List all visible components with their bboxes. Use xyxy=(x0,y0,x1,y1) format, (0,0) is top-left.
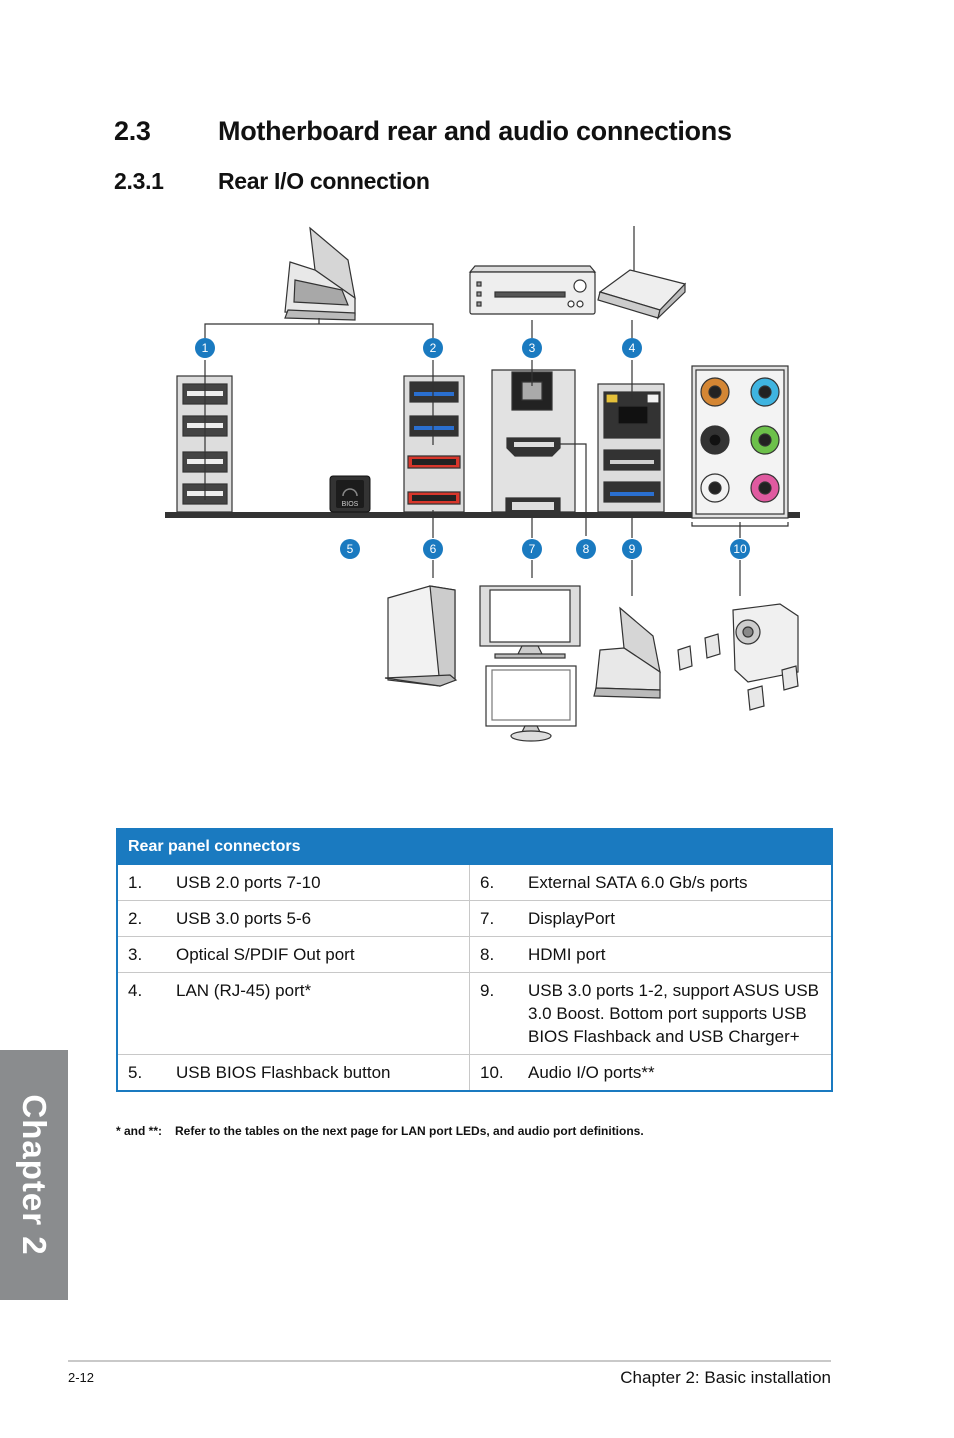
laptop-icon-bottom xyxy=(593,606,661,699)
table-row: 3. Optical S/PDIF Out port 8. HDMI port xyxy=(116,936,833,973)
row-text: USB BIOS Flashback button xyxy=(176,1063,391,1082)
callout-6: 6 xyxy=(430,542,437,556)
row-number: 4. xyxy=(128,981,143,1000)
monitor-icon-top xyxy=(479,585,581,659)
subsection-number: 2.3.1 xyxy=(114,168,164,194)
callout-4: 4 xyxy=(629,341,636,355)
monitor-icon-bottom xyxy=(485,665,577,742)
row-number: 6. xyxy=(480,873,495,892)
section-title: Motherboard rear and audio connections xyxy=(218,116,732,146)
callout-9: 9 xyxy=(629,542,636,556)
row-text: Optical S/PDIF Out port xyxy=(176,945,355,964)
row-number: 9. xyxy=(480,981,495,1000)
laptop-icon-top xyxy=(284,226,356,321)
row-number: 8. xyxy=(480,945,495,964)
table-row: 4. LAN (RJ-45) port* 9. USB 3.0 ports 1-2,… xyxy=(116,972,833,1055)
callout-7: 7 xyxy=(529,542,536,556)
row-text: External SATA 6.0 Gb/s ports xyxy=(528,873,748,892)
callout-5: 5 xyxy=(347,542,354,556)
lan-usb3-stack xyxy=(597,360,665,538)
usb3-esata-stack xyxy=(403,360,465,538)
row-number: 5. xyxy=(128,1063,143,1082)
section-number: 2.3 xyxy=(114,116,151,146)
row-text: DisplayPort xyxy=(528,909,615,928)
footnote-text: Refer to the tables on the next page for… xyxy=(175,1124,644,1138)
row-text: USB 2.0 ports 7-10 xyxy=(176,873,321,892)
rear-io-diagram: 1 2 3 4 BIOS xyxy=(165,226,800,742)
media-player-icon xyxy=(468,265,597,315)
rear-panel-base xyxy=(165,512,800,518)
subsection-heading: 2.3.1 Rear I/O connection xyxy=(114,168,430,195)
rear-panel-connectors-table: Rear panel connectors 1. USB 2.0 ports 7-… xyxy=(116,828,833,1092)
subsection-title: Rear I/O connection xyxy=(218,168,430,194)
row-text: USB 3.0 ports 5-6 xyxy=(176,909,312,928)
usb-bios-flashback-button: BIOS xyxy=(329,475,371,513)
callouts-bottom: 5 6 7 8 9 10 xyxy=(340,539,750,559)
page-number: 2-12 xyxy=(68,1370,95,1385)
row-text: LAN (RJ-45) port* xyxy=(176,981,312,1000)
callout-3: 3 xyxy=(529,341,536,355)
callout-8: 8 xyxy=(583,542,590,556)
row-number: 1. xyxy=(128,873,143,892)
footer-divider xyxy=(68,1360,831,1362)
bios-label: BIOS xyxy=(342,501,359,508)
usb2-ports-7-10 xyxy=(176,360,233,513)
callout-1: 1 xyxy=(202,341,209,355)
callout-10: 10 xyxy=(733,542,747,556)
footnote: * and **: Refer to the tables on the next… xyxy=(116,1124,644,1138)
table-row: 2. USB 3.0 ports 5-6 7. DisplayPort xyxy=(116,900,833,937)
speaker-system-icon xyxy=(677,603,799,711)
chapter-side-tab: Chapter 2 xyxy=(0,1050,68,1300)
table-header: Rear panel connectors xyxy=(116,828,833,865)
row-text: HDMI port xyxy=(528,945,606,964)
footnote-marker: * and **: xyxy=(116,1124,163,1138)
chapter-side-tab-label: Chapter 2 xyxy=(16,1094,53,1256)
section-heading: 2.3 Motherboard rear and audio connection… xyxy=(114,116,732,147)
router-icon xyxy=(597,226,687,320)
table-row: 1. USB 2.0 ports 7-10 6. External SATA 6.0… xyxy=(116,863,833,901)
optical-hdmi-dp-stack xyxy=(491,360,587,538)
row-number: 3. xyxy=(128,945,143,964)
row-number: 2. xyxy=(128,909,143,928)
table-row: 5. USB BIOS Flashback button 10. Audio I/O… xyxy=(116,1054,833,1092)
callouts-top: 1 2 3 4 xyxy=(195,338,642,358)
audio-io-ports xyxy=(691,365,789,538)
external-drive-icon xyxy=(384,585,458,687)
row-text: USB 3.0 ports 1-2, support ASUS USB 3.0 … xyxy=(528,981,820,1046)
row-text: Audio I/O ports** xyxy=(528,1063,655,1082)
row-number: 10. xyxy=(480,1063,504,1082)
footer-chapter-title: Chapter 2: Basic installation xyxy=(620,1368,831,1387)
callout-2: 2 xyxy=(430,341,437,355)
row-number: 7. xyxy=(480,909,495,928)
